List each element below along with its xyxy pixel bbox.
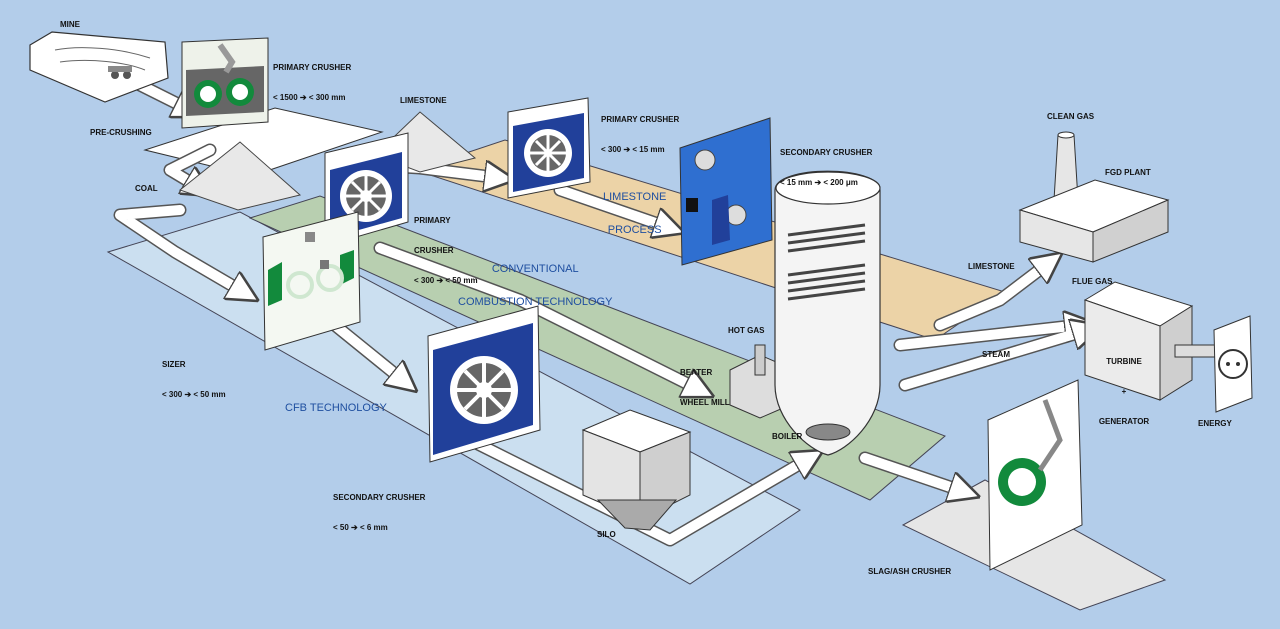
label-secondary-crusher-coal: SECONDARY CRUSHER < 50 ➔ < 6 mm [333, 473, 425, 543]
label-sizer: SIZER < 300 ➔ < 50 mm [162, 340, 226, 410]
fgd-plant-illustration [1018, 131, 1170, 263]
label-sizer-range: < 300 ➔ < 50 mm [162, 390, 226, 399]
label-turbine-line3: GENERATOR [1098, 417, 1150, 426]
label-clean-gas: CLEAN GAS [1047, 112, 1095, 121]
label-turbine-line1: TURBINE [1106, 357, 1142, 366]
label-primary-crusher-3-title: PRIMARY CRUSHER [601, 115, 680, 124]
label-secondary-crusher-lime-title: SECONDARY CRUSHER [780, 148, 873, 157]
label-conventional-line1: CONVENTIONAL [491, 263, 579, 275]
label-beater-wheel-mill: BEATER WHEEL MILL [680, 348, 730, 418]
label-primary-crusher-3-range: < 300 ➔ < 15 mm [601, 145, 665, 154]
label-primary-crusher-1: PRIMARY CRUSHER < 1500 ➔ < 300 mm [273, 43, 351, 113]
label-beater-line2: WHEEL MILL [680, 398, 730, 407]
label-conventional-line2: COMBUSTION TECHNOLOGY [458, 296, 613, 308]
label-limestone-flow: LIMESTONE [968, 262, 1015, 271]
label-conventional-combustion: CONVENTIONAL COMBUSTION TECHNOLOGY [458, 242, 612, 319]
label-flue-gas: FLUE GAS [1072, 277, 1113, 286]
label-secondary-crusher-lime: SECONDARY CRUSHER < 15 mm ➔ < 200 μm [780, 128, 872, 198]
label-slag-ash-crusher: SLAG/ASH CRUSHER [868, 567, 952, 576]
label-secondary-crusher-coal-range: < 50 ➔ < 6 mm [333, 523, 388, 532]
label-primary-crusher-3: PRIMARY CRUSHER < 300 ➔ < 15 mm [601, 95, 679, 165]
label-beater-line1: BEATER [680, 368, 713, 377]
label-secondary-crusher-lime-range: < 15 mm ➔ < 200 μm [780, 178, 858, 187]
primary-crusher-1-illustration [181, 37, 269, 129]
label-limestone-process-line1: LIMESTONE [603, 191, 667, 203]
mine-illustration [29, 31, 169, 103]
label-hot-gas: HOT GAS [728, 326, 765, 335]
label-limestone-pile: LIMESTONE [400, 96, 447, 105]
silo-illustration [581, 409, 692, 531]
label-primary-crusher-2-range: < 300 ➔ < 50 mm [414, 276, 478, 285]
label-energy: ENERGY [1198, 419, 1232, 428]
boiler-illustration [774, 170, 881, 456]
label-limestone-process-line2: PROCESS [607, 224, 662, 236]
label-pre-crushing: PRE-CRUSHING [90, 128, 152, 137]
label-primary-crusher-2-line1: PRIMARY [414, 216, 451, 225]
coal-pile [178, 141, 302, 211]
primary-crusher-3-illustration [507, 97, 591, 199]
energy-outlet-illustration [1213, 315, 1253, 413]
turbine-generator-illustration [1083, 281, 1216, 401]
conventional-band [248, 195, 946, 501]
label-turbine-generator: TURBINE + GENERATOR [1096, 337, 1152, 437]
label-cfb-technology: CFB TECHNOLOGY [285, 402, 387, 414]
label-sizer-title: SIZER [162, 360, 186, 369]
label-turbine-line2: + [1121, 387, 1127, 396]
label-silo: SILO [597, 530, 616, 539]
secondary-crusher-lime-illustration [679, 117, 773, 266]
label-primary-crusher-2-line2: CRUSHER [414, 246, 454, 255]
label-primary-crusher-1-range: < 1500 ➔ < 300 mm [273, 93, 346, 102]
sizer-illustration [262, 211, 361, 351]
label-mine: MINE [60, 20, 80, 29]
secondary-crusher-coal-illustration [427, 305, 541, 463]
label-coal: COAL [135, 184, 158, 193]
label-secondary-crusher-coal-title: SECONDARY CRUSHER [333, 493, 426, 502]
label-primary-crusher-2: PRIMARY CRUSHER < 300 ➔ < 50 mm [414, 196, 478, 296]
label-fgd-plant: FGD PLANT [1105, 168, 1151, 177]
label-steam: STEAM [982, 350, 1010, 359]
slag-ash-crusher-illustration [987, 379, 1083, 571]
label-primary-crusher-1-title: PRIMARY CRUSHER [273, 63, 352, 72]
label-boiler: BOILER [772, 432, 803, 441]
label-limestone-process: LIMESTONE PROCESS [603, 170, 666, 247]
